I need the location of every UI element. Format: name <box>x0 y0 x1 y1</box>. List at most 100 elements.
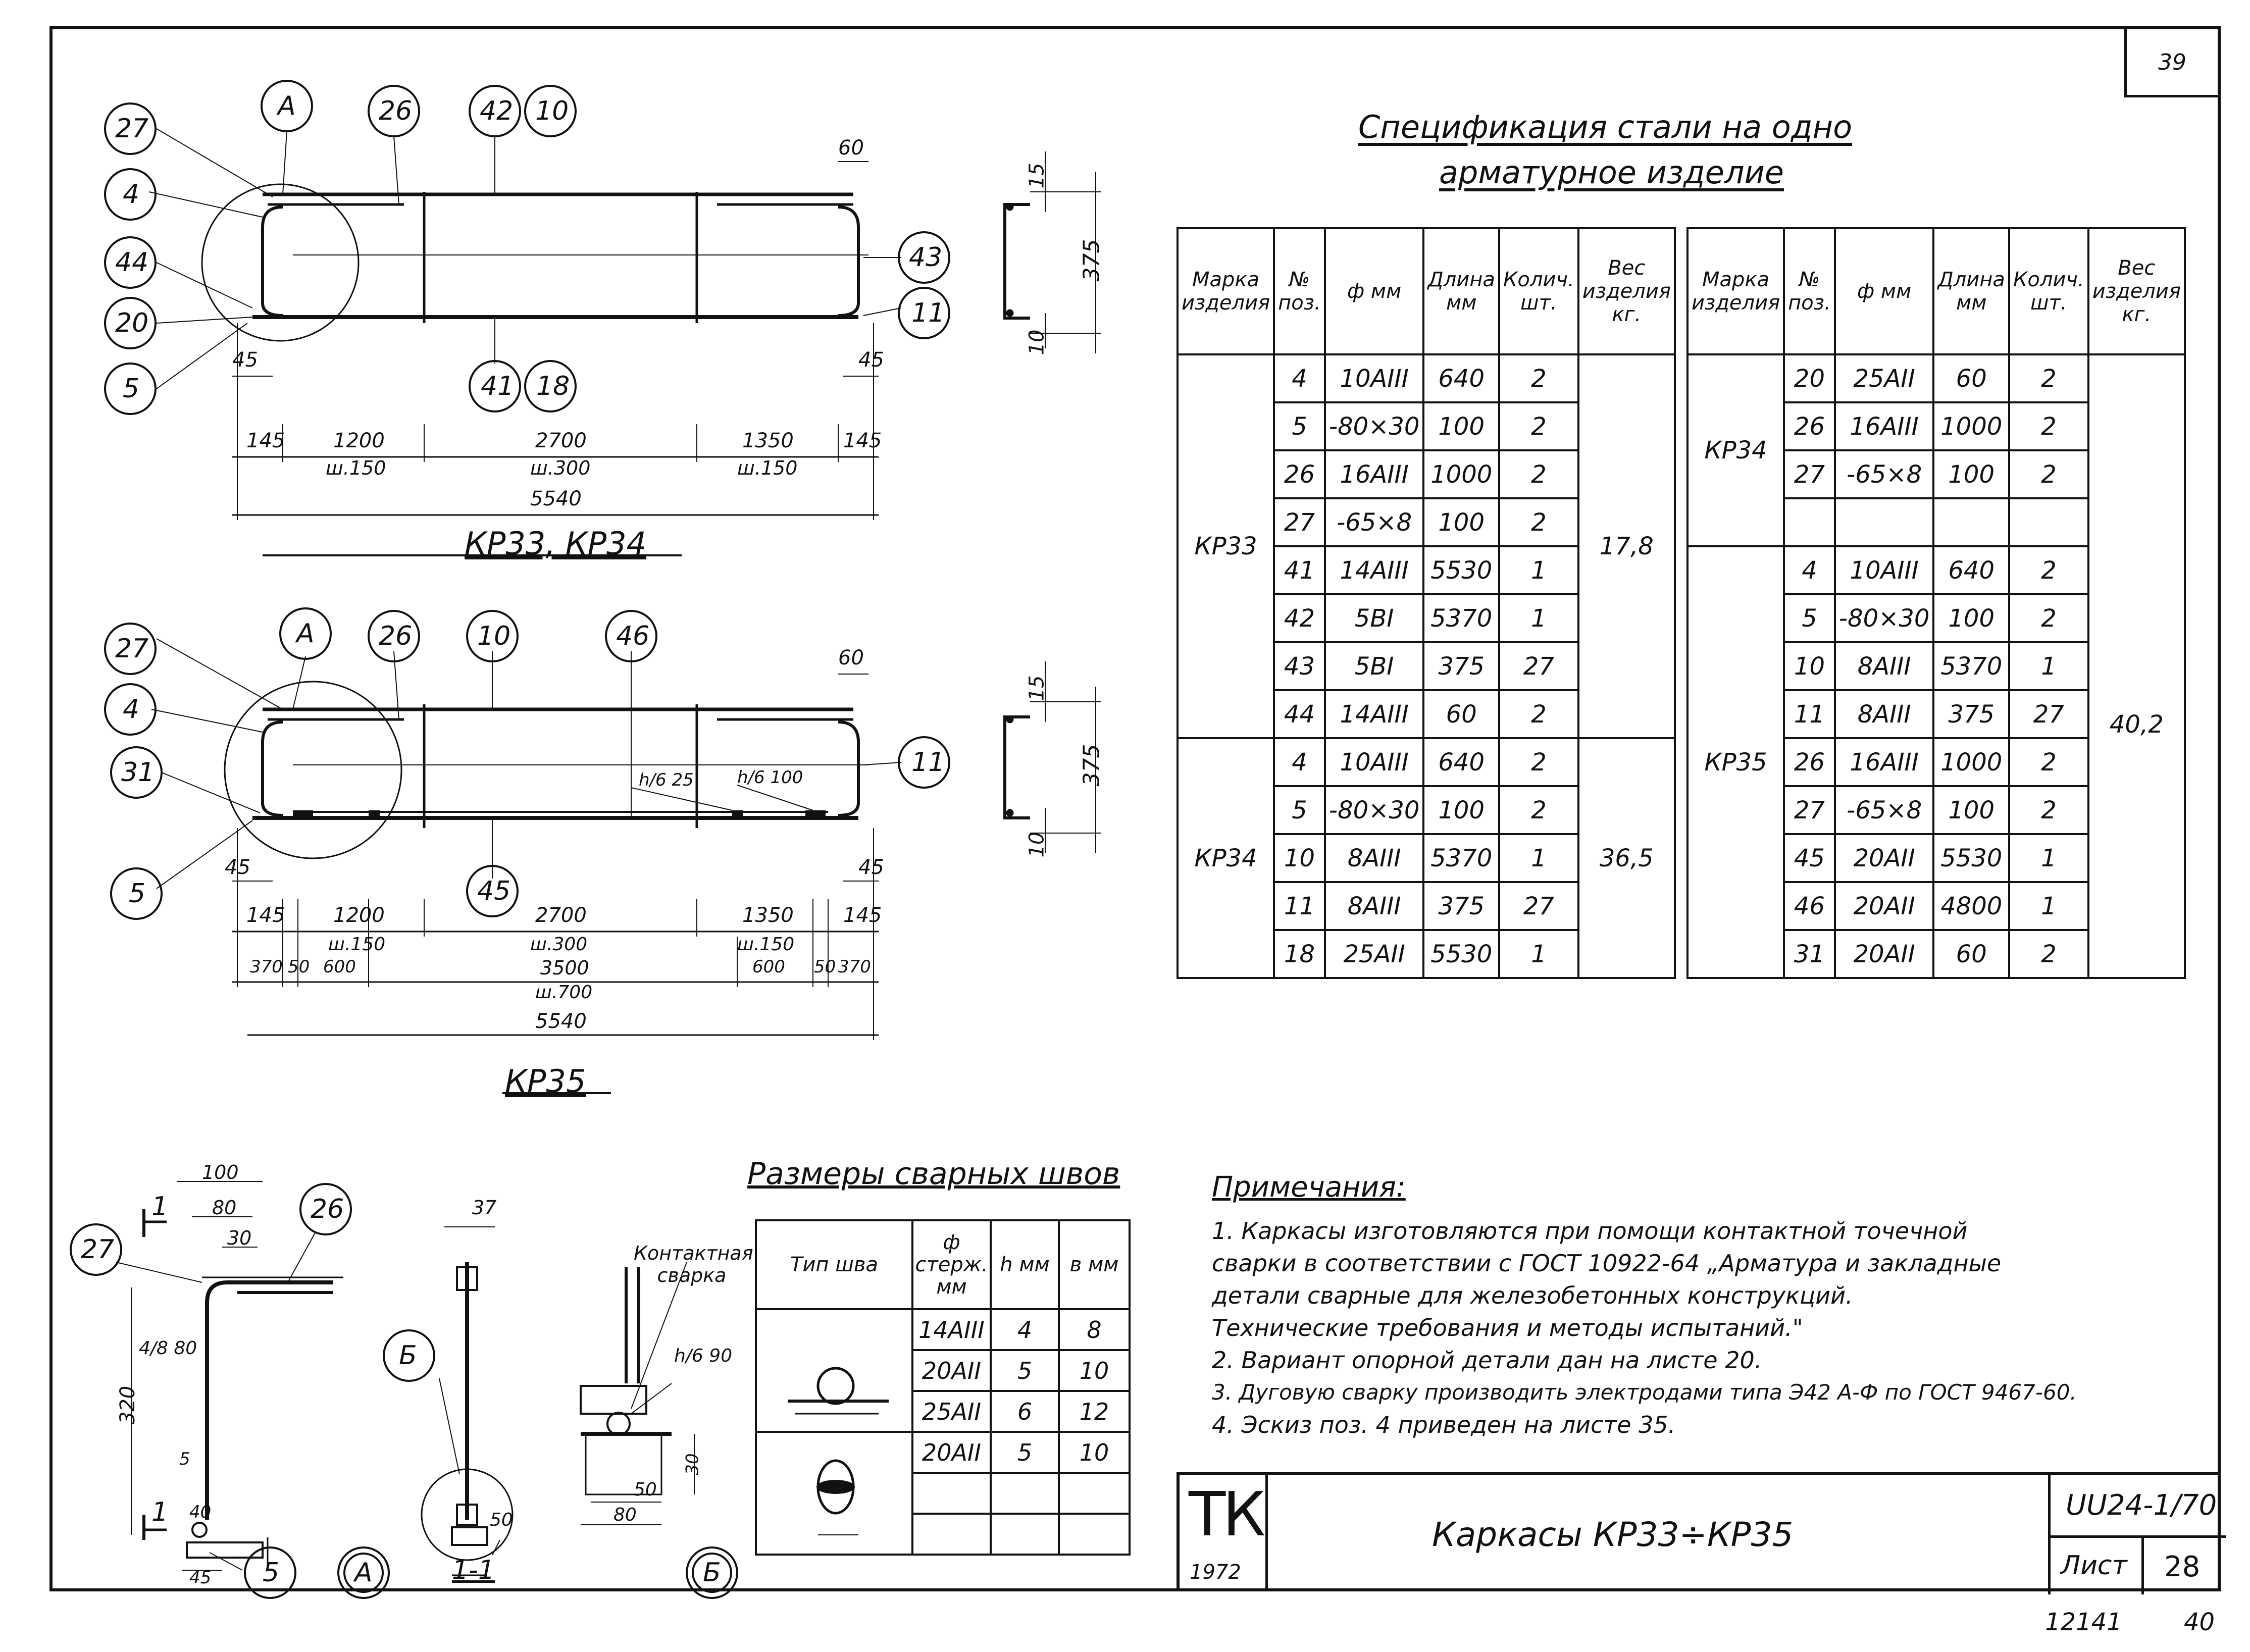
dim-1350: 1350 <box>742 429 794 452</box>
dim-1350-step: ш.150 <box>737 934 795 955</box>
length-cell: 4800 <box>1932 881 2010 931</box>
pos-cell: 45 <box>1783 833 1836 883</box>
qty-cell: 2 <box>1498 737 1579 787</box>
dim-145-right: 145 <box>843 429 882 452</box>
header-diam: ф мм <box>1833 227 1935 355</box>
diam-cell: 14АIII <box>1323 545 1425 595</box>
h-cell <box>990 1472 1060 1515</box>
footer-number-right: 40 <box>2184 1608 2215 1636</box>
pos-cell <box>1783 497 1836 547</box>
header-length: Длина мм <box>1932 227 2010 355</box>
length-cell: 100 <box>1422 785 1500 835</box>
header-b: в мм <box>1058 1219 1131 1310</box>
note-line: сварки в соответствии с ГОСТ 10922-64 „А… <box>1212 1250 2002 1277</box>
tk-year: 1972 <box>1190 1561 1241 1584</box>
pos-cell: 31 <box>1783 929 1836 979</box>
callout-b: Б <box>703 1558 721 1588</box>
diam-cell: 20АII <box>1833 881 1935 931</box>
mark-cell: КР34 <box>1686 353 1785 547</box>
diam-cell: -80×30 <box>1323 785 1425 835</box>
weld-mark-25: h/6 25 <box>639 770 694 790</box>
mark-cell: КР34 <box>1176 737 1275 979</box>
callout-11: 11 <box>911 747 945 778</box>
dim-1200: 1200 <box>333 904 385 927</box>
note-line: Технические требования и методы испытани… <box>1212 1314 1803 1341</box>
callout-26: 26 <box>379 96 413 126</box>
dim-5540: 5540 <box>530 487 582 510</box>
dim-1200-step: ш.150 <box>326 457 386 479</box>
length-cell: 60 <box>1422 689 1500 739</box>
note-line: 4. Эскиз поз. 4 приведен на листе 35. <box>1212 1411 1676 1438</box>
qty-cell: 2 <box>2008 449 2089 499</box>
pos-cell: 26 <box>1783 401 1836 451</box>
pos-cell: 27 <box>1273 497 1326 547</box>
qty-cell: 2 <box>2008 785 2089 835</box>
h-cell: 6 <box>990 1390 1060 1433</box>
pos-cell: 26 <box>1783 737 1836 787</box>
dim-2700: 2700 <box>535 904 587 927</box>
pos-cell: 27 <box>1783 785 1836 835</box>
length-cell: 5530 <box>1422 929 1500 979</box>
sheet-number: 28 <box>2164 1551 2201 1583</box>
qty-cell: 1 <box>1498 833 1579 883</box>
note-line: 2. Вариант опорной детали дан на листе 2… <box>1212 1347 1762 1374</box>
qty-cell: 1 <box>2008 833 2089 883</box>
callout-27: 27 <box>81 1234 115 1265</box>
diam-cell: 14АIII <box>1323 689 1425 739</box>
dim-45-left: 45 <box>232 348 258 372</box>
b-cell <box>1058 1472 1131 1515</box>
b-cell: 12 <box>1058 1390 1131 1433</box>
dim-2700-step: ш.300 <box>530 457 591 479</box>
diam-cell: 5ВI <box>1323 593 1425 643</box>
callout-5: 5 <box>129 879 146 909</box>
diam-cell: 5ВI <box>1323 641 1425 691</box>
length-cell: 60 <box>1932 353 2010 403</box>
footer-number-left: 12141 <box>2045 1608 2122 1636</box>
bar-cell: 20АII <box>911 1431 992 1474</box>
header-pos: № поз. <box>1783 227 1836 355</box>
header-diam: ф мм <box>1323 227 1425 355</box>
pos-cell: 41 <box>1273 545 1326 595</box>
qty-cell: 2 <box>1498 497 1579 547</box>
dim-60: 60 <box>838 646 864 669</box>
dim-10: 10 <box>1025 832 1049 858</box>
length-cell: 640 <box>1932 545 2010 595</box>
code-cell: UU24-1/70 <box>2048 1475 2226 1538</box>
dim-5: 5 <box>179 1449 190 1469</box>
note-line: детали сварные для железобетонных констр… <box>1212 1282 1853 1309</box>
qty-cell: 2 <box>2008 929 2089 979</box>
pos-cell: 42 <box>1273 593 1326 643</box>
diam-cell: 8АIII <box>1323 881 1425 931</box>
callout-10: 10 <box>477 621 511 651</box>
dim-375: 375 <box>1079 239 1105 282</box>
dim-40: 40 <box>189 1502 212 1522</box>
mark-cell: КР33 <box>1176 353 1275 739</box>
header-weight: Вес изделия кг. <box>1577 227 1676 355</box>
diam-cell: 10АIII <box>1323 353 1425 403</box>
pos-cell: 5 <box>1783 593 1836 643</box>
section-title: 1-1 <box>452 1555 495 1585</box>
pos-cell: 10 <box>1783 641 1836 691</box>
notes-heading: Примечания: <box>1212 1171 1406 1204</box>
dim-frac-80: 4/8 80 <box>139 1338 197 1359</box>
diam-cell: -65×8 <box>1833 449 1935 499</box>
dim-1200: 1200 <box>333 429 385 452</box>
dim-320: 320 <box>116 1385 140 1425</box>
b-cell: 8 <box>1058 1308 1131 1351</box>
dim-600-right: 600 <box>752 957 785 977</box>
header-mark: Марка изделия <box>1176 227 1275 355</box>
dim-50: 50 <box>490 1510 513 1530</box>
weight-cell: 36,5 <box>1577 737 1676 979</box>
detail-b-drawing <box>580 1262 695 1525</box>
pos-cell: 5 <box>1273 785 1326 835</box>
header-pos: № поз. <box>1273 227 1326 355</box>
spec-title-line-1: Спецификация стали на одно <box>1358 109 1853 145</box>
